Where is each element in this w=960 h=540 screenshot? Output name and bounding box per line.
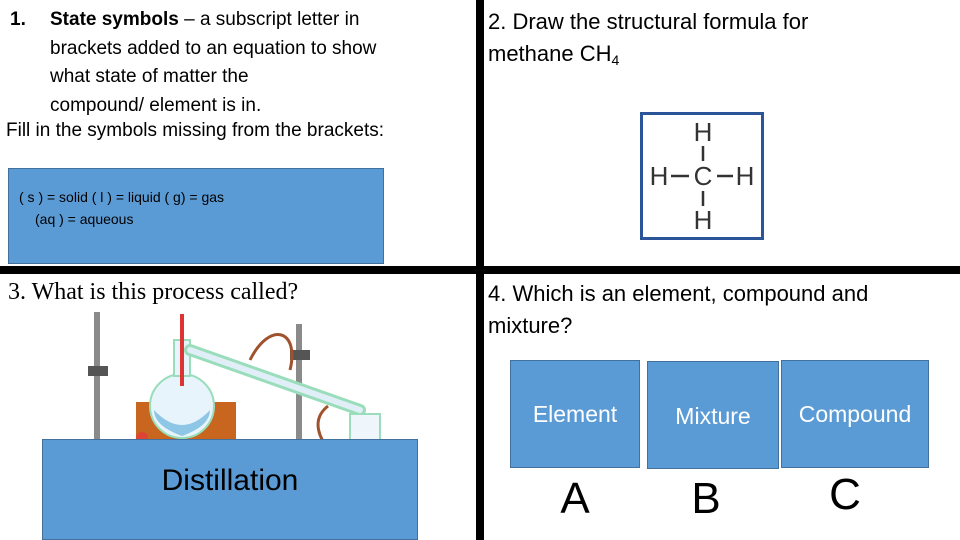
atom-h-top: H — [694, 117, 713, 147]
label-box-element[interactable]: Element — [510, 360, 640, 468]
methane-structure-diagram: H H C H H — [650, 117, 755, 235]
answer-box-distillation: Distillation — [42, 439, 418, 540]
q1-def-line-4: compound/ element is in. — [50, 94, 262, 116]
flask-liquid — [154, 410, 210, 436]
q4-prompt-line-1: 4. Which is an element, compound and — [488, 281, 869, 306]
q1-number: 1. — [10, 9, 26, 30]
label-box-compound[interactable]: Compound — [781, 360, 929, 468]
q1-def-line-3: what state of matter the — [50, 66, 249, 87]
atom-h-left: H — [650, 161, 669, 191]
q4-prompt-line-2: mixture? — [488, 313, 573, 338]
atom-h-bottom: H — [694, 205, 713, 235]
thermometer — [180, 314, 184, 386]
q3-prompt: 3. What is this process called? — [8, 279, 299, 305]
stand-rod-left — [94, 312, 100, 452]
letter-a: A — [560, 474, 590, 523]
q1-term: State symbols — [50, 9, 179, 30]
q4-prompt: 4. Which is an element, compound and mix… — [488, 278, 868, 342]
letter-b: B — [691, 474, 721, 523]
q2-prompt-line-1: 2. Draw the structural formula for — [488, 9, 809, 34]
q2-formula: methane CH — [488, 41, 612, 66]
atom-c-center: C — [694, 161, 713, 191]
legend-line-2: (aq ) = aqueous — [35, 211, 134, 227]
q2-prompt: 2. Draw the structural formula for metha… — [488, 6, 808, 76]
q1-definition: 1. State symbols – a subscript letter in… — [10, 6, 460, 120]
label-box-mixture[interactable]: Mixture — [647, 361, 779, 469]
clamp-right — [290, 350, 310, 360]
legend-line-1: ( s ) = solid ( l ) = liquid ( g) = gas — [19, 189, 225, 205]
letter-c: C — [829, 470, 861, 519]
horizontal-divider — [0, 266, 960, 274]
clamp-left — [88, 366, 108, 376]
q2-formula-subscript: 4 — [611, 52, 620, 68]
q1-def-line-2: brackets added to an equation to show — [50, 37, 377, 59]
methane-structure-image: H H C H H — [640, 112, 764, 240]
condenser-inner — [187, 347, 363, 413]
q1-def-line-1: – a subscript letter in — [178, 9, 360, 30]
distillation-apparatus-image — [88, 312, 381, 455]
q1-instruction: Fill in the symbols missing from the bra… — [6, 120, 385, 141]
atom-h-right: H — [736, 161, 755, 191]
quadrant-1: 1. State symbols – a subscript letter in… — [0, 0, 476, 266]
distillation-label: Distillation — [161, 464, 299, 497]
water-hose-top — [248, 333, 294, 371]
state-symbol-legend-box: ( s ) = solid ( l ) = liquid ( g) = gas … — [8, 168, 384, 264]
